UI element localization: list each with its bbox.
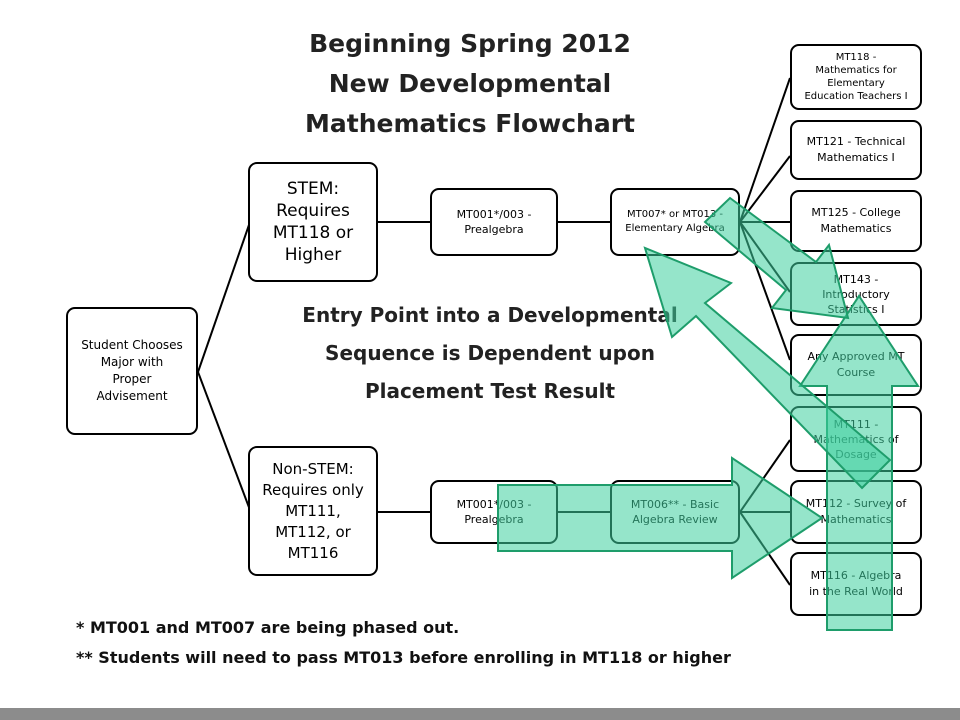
stem-box: STEM: Requires MT118 or Higher [248, 162, 378, 282]
course-box-mt112: MT112 - Survey of Mathematics [790, 480, 922, 544]
title-line: New Developmental [328, 69, 612, 98]
box-text: Elementary Algebra [625, 223, 725, 234]
connector [197, 221, 251, 373]
box-text: Student Chooses [81, 338, 183, 352]
entry-line: Placement Test Result [364, 379, 616, 403]
box-text: Requires only [262, 480, 364, 499]
box-text: MT116 [287, 543, 339, 562]
box-text: MT118 - [835, 52, 877, 63]
box-text: MT111, [285, 501, 341, 520]
box-text: Education Teachers I [804, 91, 908, 102]
box-text: Major with [100, 355, 164, 369]
box-text: MT125 - College [811, 206, 901, 219]
box-text: MT112 - Survey of [805, 497, 907, 510]
box-text: Requires [276, 201, 350, 221]
box-text: STEM: [286, 179, 340, 199]
box-text: Prealgebra [464, 513, 524, 526]
course-box-mt116: MT116 - Algebra in the Real World [790, 552, 922, 616]
footnote-mt013: ** Students will need to pass MT013 befo… [76, 648, 731, 667]
connector [739, 155, 791, 223]
box-text: MT001*/003 - [456, 498, 532, 511]
box-text: Higher [284, 245, 342, 265]
stem-prealgebra-box: MT001*/003 - Prealgebra [430, 188, 558, 256]
box-text: Mathematics I [817, 151, 895, 164]
box-text: in the Real World [809, 585, 903, 598]
box-text: Mathematics for [815, 65, 897, 76]
student-chooses-box: Student Chooses Major with Proper Advise… [66, 307, 198, 435]
connector [739, 439, 791, 513]
box-text: MT111 - [833, 417, 879, 431]
connector [197, 371, 251, 511]
box-text: Any Approved MT [807, 350, 905, 363]
title-line: Mathematics Flowchart [305, 109, 635, 138]
elementary-algebra-box: MT007* or MT013 - Elementary Algebra [610, 188, 740, 256]
non-stem-box: Non-STEM: Requires only MT111, MT112, or… [248, 446, 378, 576]
non-stem-prealgebra-box: MT001*/003 - Prealgebra [430, 480, 558, 544]
course-box-mt118: MT118 - Mathematics for Elementary Educa… [790, 44, 922, 110]
box-text: Mathematics [820, 222, 892, 235]
box-text: Elementary [827, 78, 885, 89]
box-text: Proper [112, 372, 152, 386]
connector [739, 221, 791, 361]
connector [739, 77, 791, 223]
page-title: Beginning Spring 2012 New Developmental … [250, 24, 690, 144]
box-text: Mathematics of [813, 432, 899, 446]
course-box-mt121: MT121 - Technical Mathematics I [790, 120, 922, 180]
box-text: MT112, or [275, 522, 351, 541]
box-text: Prealgebra [464, 223, 524, 236]
box-text: MT007* or MT013 - [626, 209, 723, 220]
box-text: MT001*/003 - [456, 208, 532, 221]
box-text: Mathematics [820, 513, 892, 526]
footnote-phase-out: * MT001 and MT007 are being phased out. [76, 618, 460, 637]
course-box-any-approved: Any Approved MT Course [790, 334, 922, 396]
box-text: Dosage [835, 447, 877, 461]
box-text: Algebra Review [632, 513, 718, 526]
box-text: MT006** - Basic [630, 498, 720, 511]
course-box-mt111: MT111 - Mathematics of Dosage [790, 406, 922, 472]
box-text: Advisement [96, 389, 168, 403]
course-box-mt143: MT143 - Introductory Statistics I [790, 262, 922, 326]
title-line: Beginning Spring 2012 [309, 29, 631, 58]
basic-algebra-review-box: MT006** - Basic Algebra Review [610, 480, 740, 544]
connector [739, 511, 791, 586]
box-text: MT118 or [272, 223, 354, 243]
entry-line: Sequence is Dependent upon [325, 341, 655, 365]
box-text: Introductory [822, 287, 890, 301]
box-text: MT143 - [833, 272, 879, 286]
box-text: MT121 - Technical [806, 135, 906, 148]
connector [739, 221, 791, 293]
box-text: Non-STEM: [272, 459, 354, 478]
course-box-mt125: MT125 - College Mathematics [790, 190, 922, 252]
box-text: Statistics I [827, 302, 885, 316]
entry-point-text: Entry Point into a Developmental Sequenc… [250, 296, 730, 410]
footer-bar [0, 708, 960, 720]
box-text: MT116 - Algebra [810, 569, 902, 582]
entry-line: Entry Point into a Developmental [302, 303, 678, 327]
box-text: Course [836, 366, 876, 379]
